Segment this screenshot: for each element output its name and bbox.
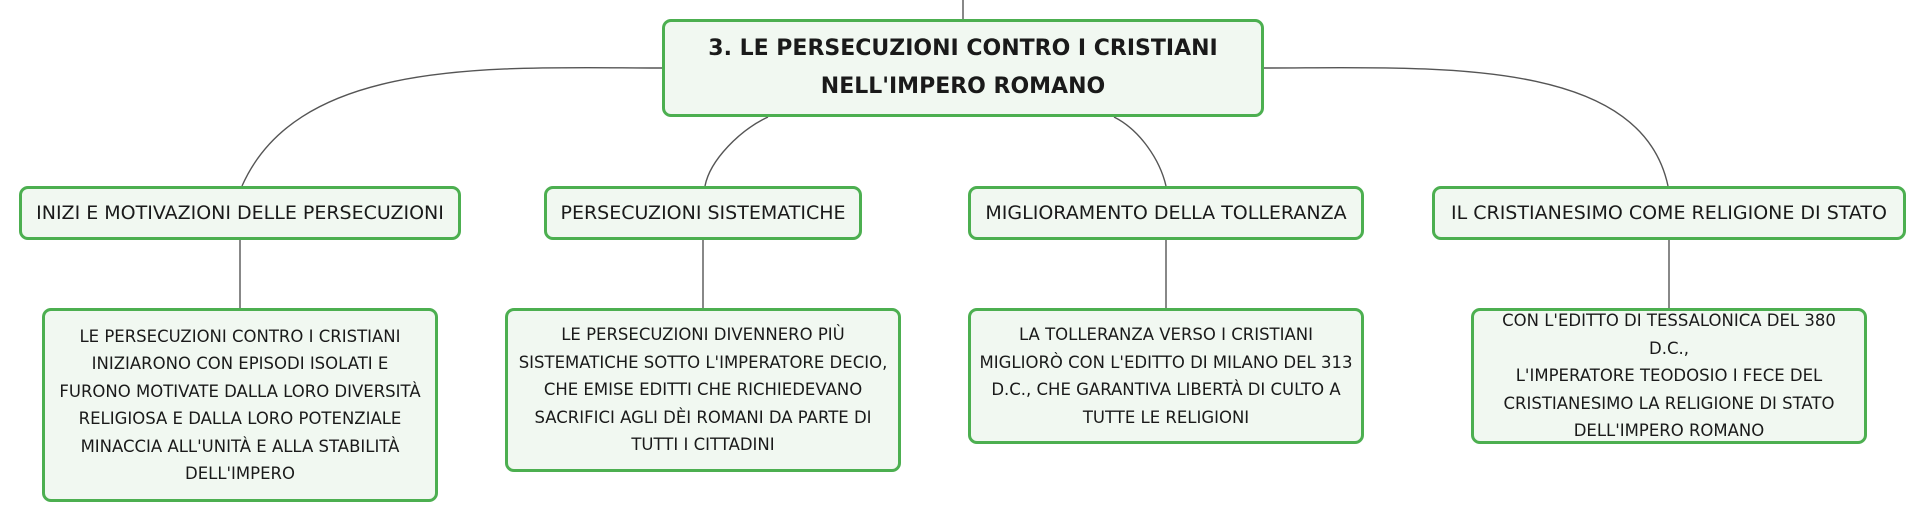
branch-topic-inizi[interactable]: INIZI E MOTIVAZIONI DELLE PERSECUZIONI xyxy=(19,186,461,240)
detail-topic-text: CON L'EDITTO DI TESSALONICA DEL 380 D.C.… xyxy=(1480,307,1858,445)
root-topic[interactable]: 3. LE PERSECUZIONI CONTRO I CRISTIANI NE… xyxy=(662,19,1264,117)
detail-line: D.C., CHE GARANTIVA LIBERTÀ DI CULTO A xyxy=(991,380,1341,399)
detail-line: TUTTI I CITTADINI xyxy=(631,435,775,455)
branch-topic-persecuzioni-sistematiche[interactable]: PERSECUZIONI SISTEMATICHE xyxy=(544,186,862,240)
detail-line: DELL'IMPERO xyxy=(185,464,295,483)
detail-line: SISTEMATICHE SOTTO L'IMPERATORE DECIO, xyxy=(518,352,888,372)
detail-topic-inizi[interactable]: LE PERSECUZIONI CONTRO I CRISTIANI INIZI… xyxy=(42,308,438,502)
root-topic-text: 3. LE PERSECUZIONI CONTRO I CRISTIANI NE… xyxy=(708,30,1217,106)
branch-topic-label: IL CRISTIANESIMO COME RELIGIONE DI STATO xyxy=(1451,202,1887,224)
detail-line: L'IMPERATORE TEODOSIO I FECE DEL xyxy=(1515,366,1823,386)
detail-line: LE PERSECUZIONI CONTRO I CRISTIANI xyxy=(79,326,401,346)
branch-topic-label: PERSECUZIONI SISTEMATICHE xyxy=(560,202,846,224)
detail-topic-text: LE PERSECUZIONI CONTRO I CRISTIANI INIZI… xyxy=(59,323,420,488)
branch-topic-tolleranza[interactable]: MIGLIORAMENTO DELLA TOLLERANZA xyxy=(968,186,1364,240)
root-topic-line: 3. LE PERSECUZIONI CONTRO I CRISTIANI xyxy=(708,36,1218,61)
detail-line: CHE EMISE EDITTI CHE RICHIEDEVANO xyxy=(543,380,863,400)
detail-line: CON L'EDITTO DI TESSALONICA DEL 380 D.C.… xyxy=(1502,311,1836,358)
detail-line: MIGLIORÒ CON L'EDITTO DI MILANO DEL 313 xyxy=(979,352,1353,372)
detail-topic-religione-di-stato[interactable]: CON L'EDITTO DI TESSALONICA DEL 380 D.C.… xyxy=(1471,308,1867,444)
detail-topic-tolleranza[interactable]: LA TOLLERANZA VERSO I CRISTIANI MIGLIORÒ… xyxy=(968,308,1364,444)
branch-topic-label: INIZI E MOTIVAZIONI DELLE PERSECUZIONI xyxy=(36,202,444,224)
branch-topic-label: MIGLIORAMENTO DELLA TOLLERANZA xyxy=(985,202,1347,224)
connector-root-to-branch-3 xyxy=(1113,116,1167,187)
connector-root-to-branch-2 xyxy=(704,116,769,187)
detail-topic-persecuzioni-sistematiche[interactable]: LE PERSECUZIONI DIVENNERO PIÙ SISTEMATIC… xyxy=(505,308,901,472)
root-topic-line: NELL'IMPERO ROMANO xyxy=(820,74,1106,99)
detail-topic-text: LA TOLLERANZA VERSO I CRISTIANI MIGLIORÒ… xyxy=(980,321,1353,431)
branch-topic-religione-di-stato[interactable]: IL CRISTIANESIMO COME RELIGIONE DI STATO xyxy=(1432,186,1906,240)
connector-root-to-branch-1 xyxy=(241,66,663,187)
detail-line: SACRIFICI AGLI DÈI ROMANI DA PARTE DI xyxy=(534,407,872,427)
detail-line: FURONO MOTIVATE DALLA LORO DIVERSITÀ xyxy=(59,381,421,401)
detail-line: MINACCIA ALL'UNITÀ E ALLA STABILITÀ xyxy=(80,436,400,456)
detail-line: INIZIARONO CON EPISODI ISOLATI E xyxy=(91,354,389,373)
detail-line: CRISTIANESIMO LA RELIGIONE DI STATO xyxy=(1503,393,1835,413)
detail-topic-text: LE PERSECUZIONI DIVENNERO PIÙ SISTEMATIC… xyxy=(519,321,888,459)
detail-line: LA TOLLERANZA VERSO I CRISTIANI xyxy=(1018,325,1313,344)
detail-line: DELL'IMPERO ROMANO xyxy=(1573,421,1765,441)
detail-line: RELIGIOSA E DALLA LORO POTENZIALE xyxy=(78,409,402,428)
detail-line: TUTTE LE RELIGIONI xyxy=(1082,407,1250,427)
detail-line: LE PERSECUZIONI DIVENNERO PIÙ xyxy=(561,325,845,345)
connector-root-to-branch-4 xyxy=(1263,66,1669,187)
